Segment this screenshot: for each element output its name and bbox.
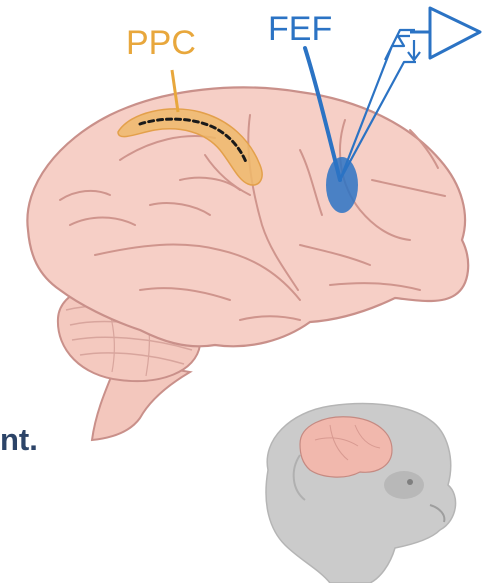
fef-label: FEF: [268, 10, 332, 48]
cerebrum: [27, 87, 468, 346]
speaker-icon: [408, 8, 480, 60]
cropped-text: nt.: [0, 424, 38, 455]
ppc-label: PPC: [126, 24, 196, 62]
monkey-head-icon: [266, 404, 456, 583]
fef-region: [326, 157, 358, 213]
